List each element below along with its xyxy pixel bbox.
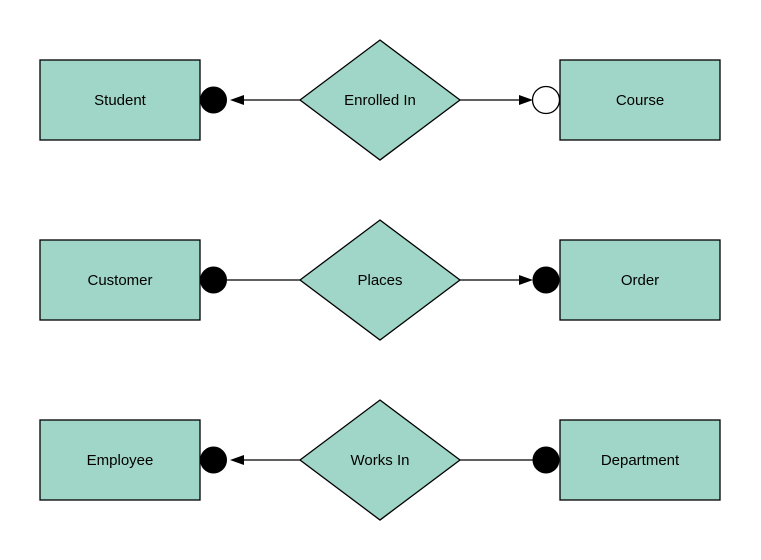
entity-label-order: Order [621, 272, 659, 289]
filled-circle-terminator [200, 446, 227, 474]
er-row-employee-department: Employee Works In Department [39, 399, 721, 521]
filled-circle-terminator [200, 86, 227, 114]
arrowhead-left-icon [230, 455, 244, 465]
entity-box-employee [39, 419, 201, 501]
open-circle-terminator [531, 85, 561, 115]
filled-circle-terminator [532, 446, 560, 474]
entity-label-course: Course [616, 92, 664, 109]
arrowhead-left-icon [230, 95, 244, 105]
entity-label-student: Student [94, 92, 147, 109]
entity-box-order [559, 239, 721, 321]
entity-label-customer: Customer [87, 272, 152, 289]
entity-box-course [559, 59, 721, 141]
entity-label-employee: Employee [87, 452, 154, 469]
arrowhead-right-icon [519, 95, 533, 105]
entity-label-department: Department [601, 452, 680, 469]
entity-box-department [559, 419, 721, 501]
arrowhead-right-icon [519, 275, 533, 285]
relationship-label-works-in: Works In [351, 452, 410, 469]
relationship-label-places: Places [357, 272, 402, 289]
er-row-customer-order: Customer Places Order [39, 219, 721, 341]
filled-circle-terminator [200, 266, 227, 294]
filled-circle-terminator [532, 266, 560, 294]
entity-box-student [39, 59, 201, 141]
relationship-label-enrolled-in: Enrolled In [344, 92, 416, 109]
entity-box-customer [39, 239, 201, 321]
er-row-student-course: Student Enrolled In Course [39, 39, 721, 161]
